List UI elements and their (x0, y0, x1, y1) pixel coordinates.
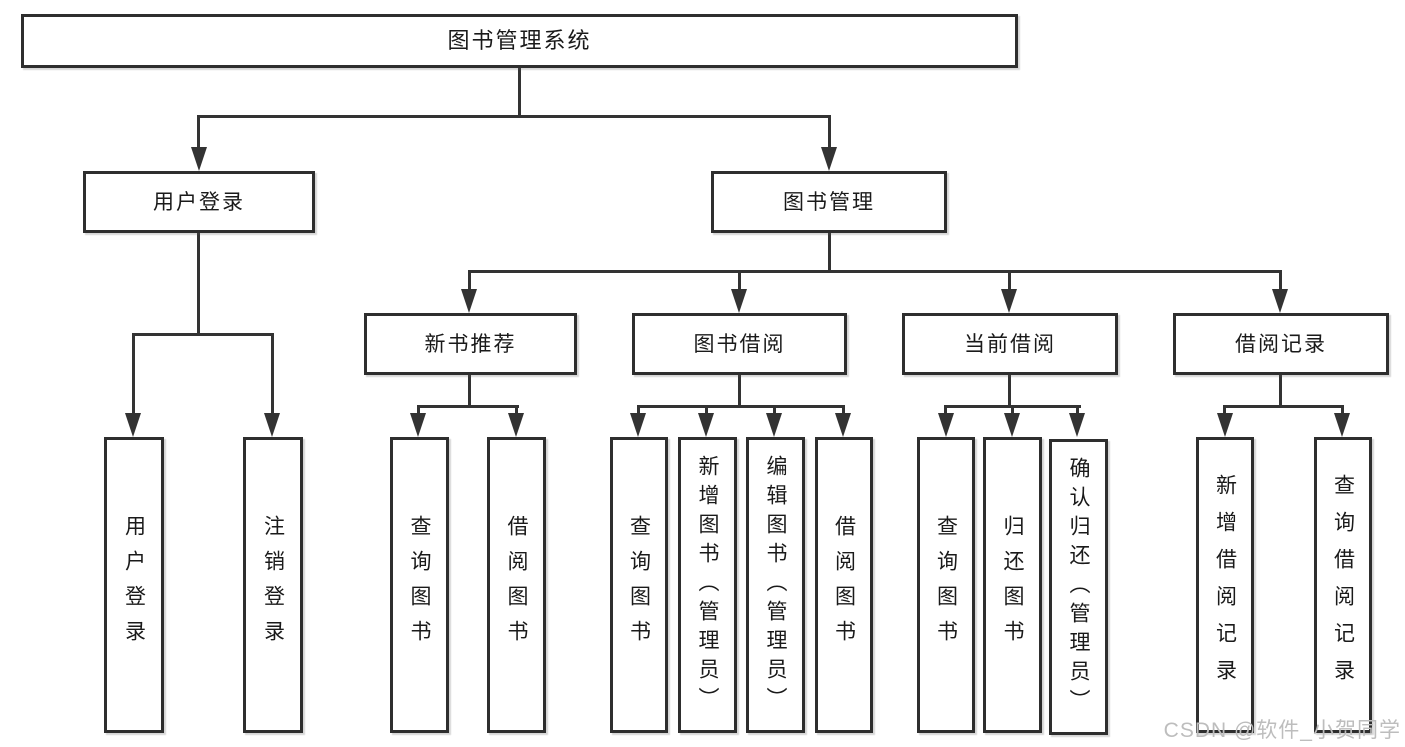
watermark-text: CSDN @软件_小贺同学 (1163, 719, 1401, 742)
arrow-down-icon (821, 147, 837, 171)
node-borrowing-records-label: 借阅记录 (1235, 331, 1327, 356)
connector-line (637, 405, 640, 416)
connector-line (518, 68, 521, 118)
arrow-down-icon (1004, 413, 1020, 437)
leaf-edit-book-admin-label: 编辑图书（管理员） (764, 454, 788, 716)
connector-line (271, 333, 274, 415)
node-user-login-label: 用户登录 (153, 189, 245, 214)
node-root: 图书管理系统 (21, 14, 1018, 68)
node-book-management-label: 图书管理 (783, 189, 875, 214)
connector-line (705, 405, 708, 416)
connector-line (1011, 405, 1014, 416)
leaf-borrow-book-2-label: 借阅图书 (832, 515, 857, 655)
connector-line (1223, 405, 1344, 408)
leaf-logout: 注销登录 (243, 437, 303, 733)
connector-line (132, 333, 135, 415)
connector-line (1223, 405, 1226, 416)
leaf-user-login: 用户登录 (104, 437, 164, 733)
arrow-down-icon (1334, 413, 1350, 437)
node-current-borrowing: 当前借阅 (902, 313, 1118, 375)
connector-line (197, 115, 200, 151)
connector-line (197, 115, 831, 118)
leaf-query-book-2: 查询图书 (610, 437, 668, 733)
leaf-add-book-admin: 新增图书（管理员） (678, 437, 737, 733)
arrow-down-icon (1069, 413, 1085, 437)
connector-line (468, 375, 471, 408)
arrow-down-icon (508, 413, 524, 437)
connector-line (1279, 270, 1282, 291)
leaf-query-book-2-label: 查询图书 (627, 515, 652, 655)
connector-line (637, 405, 845, 408)
connector-line (1341, 405, 1344, 416)
connector-line (1279, 375, 1282, 408)
node-user-login: 用户登录 (83, 171, 315, 233)
node-book-borrowing: 图书借阅 (632, 313, 847, 375)
arrow-down-icon (461, 289, 477, 313)
arrow-down-icon (731, 289, 747, 313)
arrow-down-icon (835, 413, 851, 437)
leaf-add-book-admin-label: 新增图书（管理员） (696, 454, 720, 716)
leaf-query-book-1-label: 查询图书 (408, 515, 432, 655)
arrow-down-icon (630, 413, 646, 437)
leaf-add-borrow-record-label: 新增借阅记录 (1213, 474, 1238, 696)
arrow-down-icon (1272, 289, 1288, 313)
leaf-return-book: 归还图书 (983, 437, 1042, 733)
leaf-query-book-3-label: 查询图书 (934, 515, 959, 655)
connector-line (1008, 270, 1011, 291)
arrow-down-icon (410, 413, 426, 437)
arrow-down-icon (125, 413, 141, 437)
connector-line (468, 270, 471, 291)
connector-line (738, 375, 741, 408)
arrow-down-icon (1001, 289, 1017, 313)
leaf-user-login-label: 用户登录 (122, 515, 147, 655)
connector-line (773, 405, 776, 416)
node-new-book-recommend: 新书推荐 (364, 313, 577, 375)
leaf-borrow-book-1: 借阅图书 (487, 437, 546, 733)
node-new-book-recommend-label: 新书推荐 (424, 331, 517, 356)
node-borrowing-records: 借阅记录 (1173, 313, 1389, 375)
connector-line (468, 270, 1282, 273)
leaf-confirm-return-admin-label: 确认归还（管理员） (1067, 456, 1091, 718)
leaf-query-borrow-record: 查询借阅记录 (1314, 437, 1372, 733)
leaf-query-borrow-record-label: 查询借阅记录 (1331, 474, 1356, 696)
leaf-confirm-return-admin: 确认归还（管理员） (1049, 439, 1108, 735)
leaf-query-book-3: 查询图书 (917, 437, 975, 733)
connector-line (197, 233, 200, 335)
node-current-borrowing-label: 当前借阅 (964, 331, 1056, 356)
leaf-logout-label: 注销登录 (261, 515, 286, 655)
leaf-borrow-book-1-label: 借阅图书 (505, 515, 529, 655)
connector-line (944, 405, 947, 416)
connector-line (417, 405, 420, 416)
leaf-add-borrow-record: 新增借阅记录 (1196, 437, 1254, 733)
leaf-borrow-book-2: 借阅图书 (815, 437, 873, 733)
node-book-management: 图书管理 (711, 171, 947, 233)
connector-line (132, 333, 274, 336)
node-root-label: 图书管理系统 (447, 28, 592, 53)
arrow-down-icon (766, 413, 782, 437)
node-book-borrowing-label: 图书借阅 (693, 331, 786, 356)
connector-line (1076, 405, 1079, 416)
leaf-edit-book-admin: 编辑图书（管理员） (746, 437, 805, 733)
arrow-down-icon (264, 413, 280, 437)
connector-line (842, 405, 845, 416)
leaf-query-book-1: 查询图书 (390, 437, 449, 733)
arrow-down-icon (938, 413, 954, 437)
arrow-down-icon (191, 147, 207, 171)
arrow-down-icon (1217, 413, 1233, 437)
connector-line (828, 115, 831, 151)
leaf-return-book-label: 归还图书 (1001, 515, 1025, 655)
connector-line (1008, 375, 1011, 408)
connector-line (417, 405, 519, 408)
connector-line (738, 270, 741, 291)
connector-line (828, 233, 831, 272)
connector-line (515, 405, 518, 416)
arrow-down-icon (698, 413, 714, 437)
